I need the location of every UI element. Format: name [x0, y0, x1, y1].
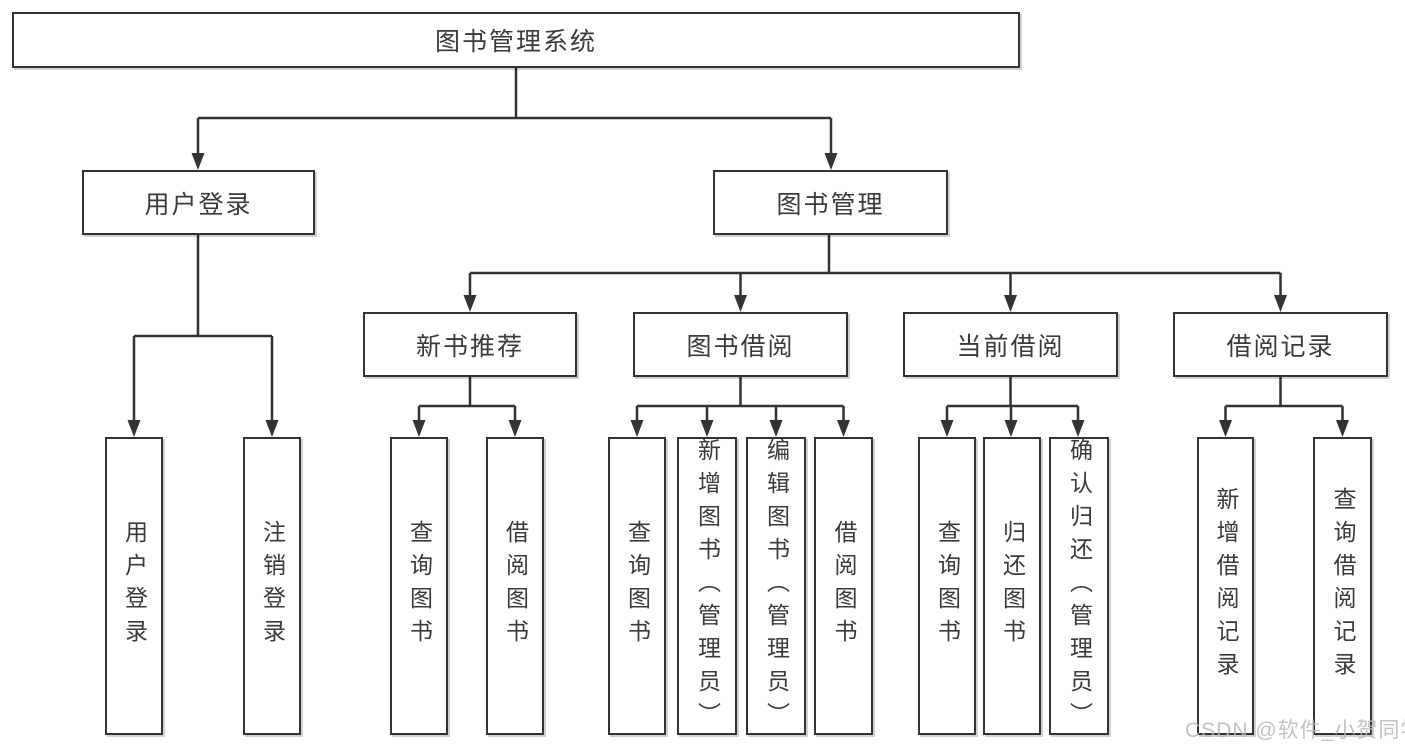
leaf-borrow-books: 借阅图书 — [486, 437, 544, 735]
leaf-return-books: 归还图书 — [983, 437, 1041, 735]
leaf-label: 查询图书 — [624, 520, 651, 652]
leaf-label: 用户登录 — [121, 520, 148, 652]
node-label: 用户登录 — [144, 190, 253, 219]
leaf-label: 借阅图书 — [831, 520, 857, 652]
node-borrowing-records: 借阅记录 — [1173, 312, 1388, 377]
node-label: 当前借阅 — [956, 332, 1065, 361]
node-book-borrowing: 图书借阅 — [633, 312, 848, 377]
leaf-add-borrow-record: 新增借阅记录 — [1197, 437, 1254, 735]
node-label: 图书管理系统 — [434, 28, 597, 56]
leaf-label: 新增借阅记录 — [1213, 487, 1239, 685]
node-new-book-recommendation: 新书推荐 — [363, 312, 577, 377]
node-label: 图书管理 — [776, 190, 885, 219]
leaf-label: 归还图书 — [999, 520, 1026, 652]
csdn-watermark: CSDN @软件_小贺同学 — [1185, 719, 1405, 742]
node-user-login: 用户登录 — [82, 170, 315, 235]
leaf-label: 查询借阅记录 — [1330, 487, 1356, 685]
node-label: 图书借阅 — [686, 332, 795, 361]
leaf-label: 确认归还（管理员） — [1066, 437, 1093, 735]
leaf-query-borrow-record: 查询借阅记录 — [1313, 437, 1372, 735]
leaf-label: 借阅图书 — [502, 520, 529, 652]
leaf-user-login: 用户登录 — [105, 437, 163, 735]
node-label: 新书推荐 — [415, 332, 524, 361]
node-current-borrowing: 当前借阅 — [903, 312, 1118, 377]
leaf-logout: 注销登录 — [243, 437, 301, 735]
leaf-label: 新增图书（管理员） — [694, 437, 721, 735]
leaf-label: 查询图书 — [406, 520, 433, 652]
leaf-query-books: 查询图书 — [390, 437, 448, 735]
leaf-query-books: 查询图书 — [918, 437, 976, 735]
leaf-label: 注销登录 — [259, 520, 286, 652]
leaf-confirm-return-admin: 确认归还（管理员） — [1049, 437, 1109, 735]
leaf-query-books: 查询图书 — [608, 437, 666, 735]
node-label: 借阅记录 — [1226, 332, 1335, 361]
leaf-label: 查询图书 — [934, 520, 961, 652]
leaf-edit-books-admin: 编辑图书（管理员） — [746, 437, 806, 735]
leaf-add-books-admin: 新增图书（管理员） — [677, 437, 737, 735]
node-library-management-system: 图书管理系统 — [12, 12, 1020, 68]
leaf-borrow-books: 借阅图书 — [814, 437, 873, 735]
node-book-management: 图书管理 — [713, 170, 948, 235]
arrowheads — [127, 153, 1349, 437]
leaf-label: 编辑图书（管理员） — [763, 437, 790, 735]
